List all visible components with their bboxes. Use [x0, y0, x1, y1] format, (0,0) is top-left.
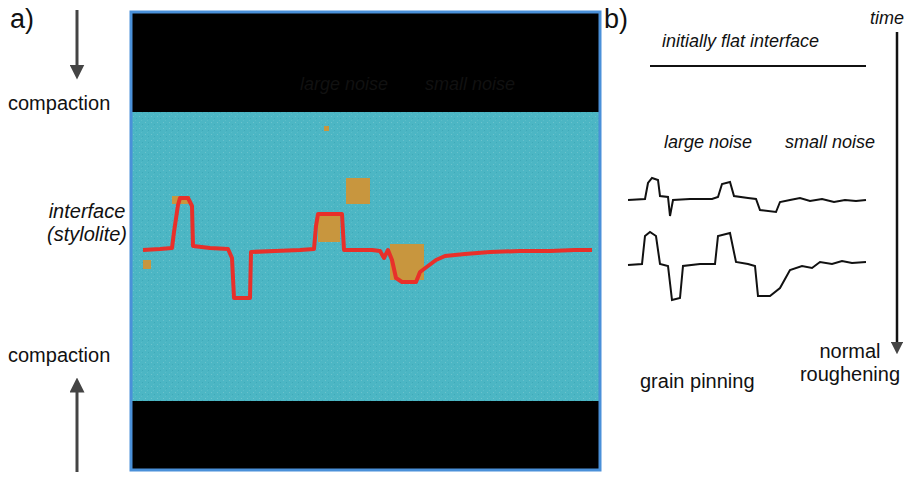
time-arrow	[896, 32, 899, 348]
label: small noise	[785, 132, 875, 153]
label: b)	[604, 4, 628, 35]
label: time	[870, 8, 904, 29]
label: large noise	[664, 132, 752, 153]
label: interface (stylolite)	[32, 200, 142, 246]
matrix	[131, 112, 600, 401]
profile-early	[628, 178, 866, 216]
label: grain pinning	[640, 370, 755, 393]
label: compaction	[8, 344, 110, 367]
label: initially flat interface	[662, 31, 819, 52]
label: normal roughening	[795, 340, 905, 386]
label: a)	[10, 4, 34, 35]
profile-late	[628, 232, 866, 300]
label: small noise	[425, 74, 515, 95]
frame	[131, 12, 600, 470]
arrow-up	[76, 385, 79, 472]
label: large noise	[300, 74, 388, 95]
label: compaction	[8, 92, 110, 115]
black-band	[131, 12, 600, 470]
arrow-down	[76, 10, 79, 72]
interface-line	[143, 198, 592, 298]
flat-line	[650, 65, 866, 67]
